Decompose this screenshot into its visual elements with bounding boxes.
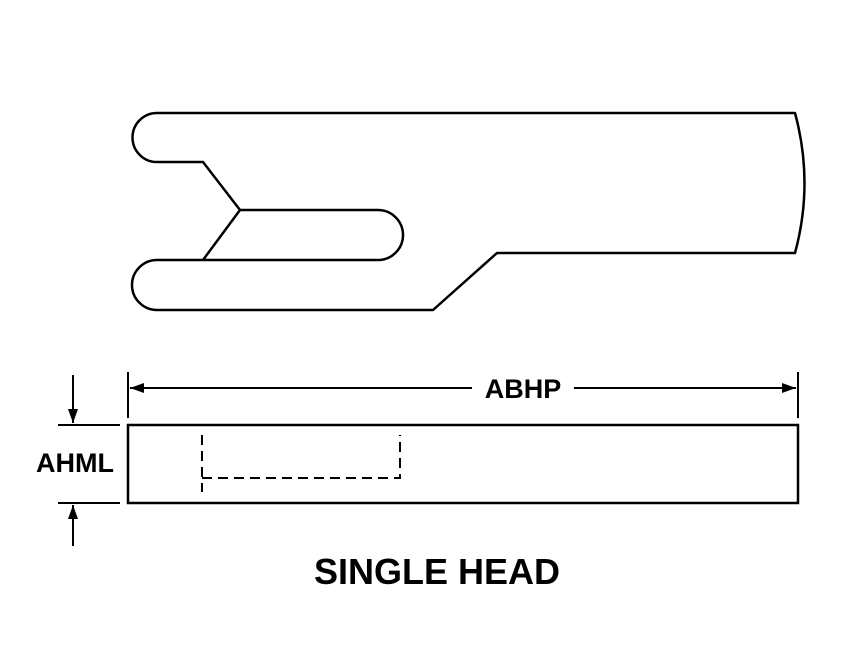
fork-head-side-view [126, 423, 800, 505]
side-view-body [126, 423, 800, 505]
length-label: ABHP [485, 374, 562, 404]
fork-outline [130, 111, 806, 312]
thickness-dimension [58, 375, 120, 546]
length-dimension [127, 372, 799, 418]
fork-head-top-view [130, 111, 806, 312]
hidden-slot-lines [201, 435, 401, 492]
fork-inner-edge [201, 209, 242, 261]
diagram-title: SINGLE HEAD [314, 551, 560, 592]
thickness-label: AHML [36, 448, 114, 478]
